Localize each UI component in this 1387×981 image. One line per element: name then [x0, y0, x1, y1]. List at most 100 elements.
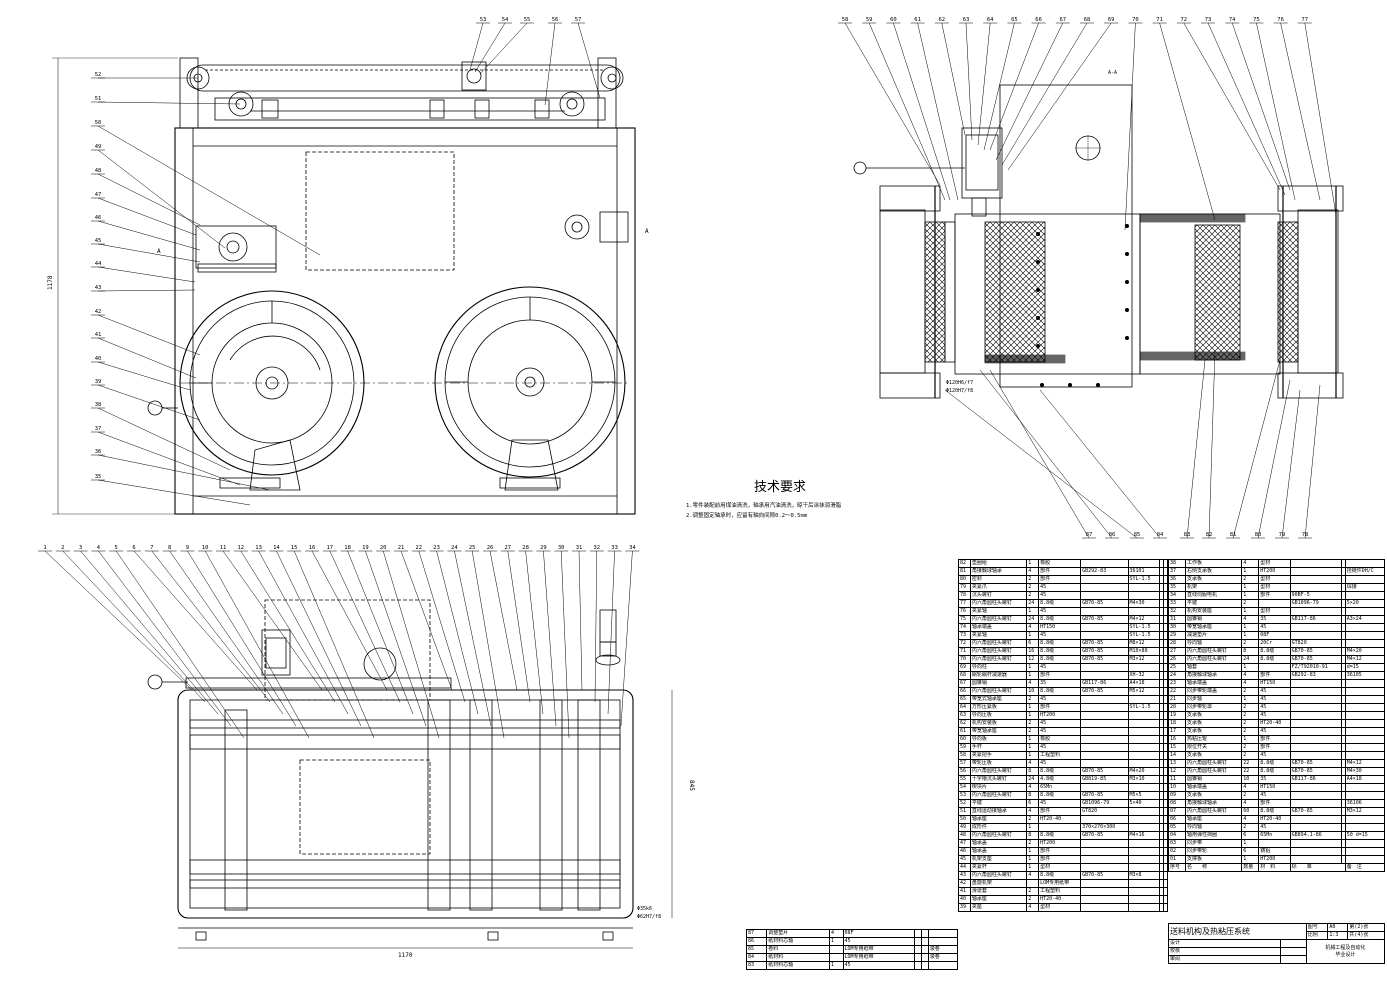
bom-right-cell: 27 [1168, 647, 1186, 656]
balloon-top-9-leader [187, 550, 297, 727]
bom-right-cell: 4 [1241, 783, 1260, 792]
bom-left-cell: 2 [1026, 575, 1040, 584]
bom-right-cell [1289, 839, 1342, 848]
top-dim-width: 1170 [398, 952, 413, 959]
bom-right-cell: 45 [1258, 711, 1291, 720]
bom-left-cell [1127, 783, 1161, 792]
balloon-front-top-57-leader [577, 22, 601, 99]
bom-right-cell: 型材 [1258, 559, 1291, 568]
bom-right-cell: 45 [1258, 727, 1291, 736]
balloon-section-bottom-78: 78 [1302, 532, 1309, 538]
bom-left-cell: 4 [1026, 783, 1040, 792]
bom-right-cell: 部件 [1258, 735, 1291, 744]
balloon-top-15: 15 [291, 545, 298, 551]
bom-left-cell [1163, 903, 1168, 912]
balloon-top-22: 22 [415, 545, 422, 551]
bom-left-cell: 部件 [1038, 847, 1082, 856]
balloon-front-46-leader [97, 220, 201, 251]
bom-left-cell: M10×80 [1127, 647, 1161, 656]
bom-left-cell [1080, 847, 1129, 856]
bom-right-cell: GB70-85 [1289, 647, 1342, 656]
bom-left-cell [1080, 703, 1129, 712]
bom-left-cell: SYL-1.5 [1127, 575, 1161, 584]
bom-left-cell [1163, 695, 1168, 704]
bom-left-cell: 60 [958, 735, 971, 744]
bom-right-cell: 内六角圆柱头螺钉 [1184, 759, 1243, 768]
bom-left-cell: GB70-85 [1080, 687, 1129, 696]
bom-right-cell [1344, 735, 1386, 744]
bom-left-cell: 45 [1038, 799, 1082, 808]
bom-left-cell: 36101 [1127, 567, 1161, 576]
bom-right-cell [1344, 719, 1386, 728]
balloon-section-bottom-80: 80 [1255, 532, 1262, 538]
bom-lower-cell [914, 929, 923, 938]
drawing-no: A0 [1327, 923, 1349, 932]
bom-right-cell [1258, 663, 1291, 672]
balloon-front-39: 39 [95, 379, 102, 385]
bom-right-cell: 15 [1168, 743, 1186, 752]
balloon-top-5: 5 [115, 545, 118, 551]
bom-left-cell: 1 [1026, 823, 1040, 832]
bom-left-cell [1127, 751, 1161, 760]
bom-right-cell [1289, 583, 1342, 592]
balloon-section-68: 68 [1084, 17, 1091, 23]
bom-left-cell [1080, 735, 1129, 744]
bom-right-cell: 37 [1168, 567, 1186, 576]
bom-left-cell: 1 [1026, 863, 1040, 872]
bom-left-cell: 44 [958, 863, 971, 872]
bom-left-cell: 夹紧杆 [969, 863, 1028, 872]
balloon-section-68-leader [1001, 22, 1088, 166]
bom-right-cell [1344, 679, 1386, 688]
balloon-front-40-leader [97, 361, 191, 391]
bom-left-cell: 导向柱 [969, 663, 1028, 672]
balloon-top-7-leader [151, 550, 271, 703]
bom-left-cell: 十字槽沉头螺钉 [969, 775, 1028, 784]
balloon-top-8-leader [169, 550, 284, 715]
bom-left-cell [1127, 727, 1161, 736]
balloon-section-76-leader [1280, 22, 1321, 201]
bom-lower-cell: 纸材料芯轴 [766, 937, 831, 946]
bom-left-cell [1127, 895, 1161, 904]
balloon-top-12-leader [240, 550, 336, 703]
balloon-section-77: 77 [1301, 17, 1308, 23]
bom-left-cell: 45 [1038, 591, 1082, 600]
section-fit-1: Φ120H6/f7 [946, 380, 973, 386]
bom-left-cell [1163, 783, 1168, 792]
bom-right-cell: M4×12 [1344, 759, 1386, 768]
bom-left-cell: 71 [958, 647, 971, 656]
balloon-front-38: 38 [95, 402, 102, 408]
balloon-front-44: 44 [95, 261, 102, 267]
bom-right-cell [1289, 695, 1342, 704]
balloon-section-75: 75 [1253, 17, 1260, 23]
bom-left-cell: 2 [1026, 815, 1040, 824]
bom-right-cell [1344, 855, 1386, 864]
bom-right-cell: 45 [1258, 623, 1291, 632]
bom-right-cell: 24 [1241, 655, 1260, 664]
balloon-top-9: 9 [186, 545, 189, 551]
bom-right-cell: HT200 [1258, 855, 1291, 864]
bom-lower-cell [921, 929, 929, 938]
bom-right-cell [1289, 791, 1342, 800]
bom-right-cell [1344, 591, 1386, 600]
balloon-front-35: 35 [95, 474, 102, 480]
bom-lower-cell: 45 [842, 961, 916, 970]
bom-left-cell: 8.8级 [1038, 871, 1082, 880]
bom-right-cell: 35 [1258, 615, 1291, 624]
bom-right-cell: 轴承端盖 [1184, 783, 1243, 792]
balloon-front-43-leader [97, 289, 196, 292]
balloon-front-35-leader [97, 479, 251, 506]
bom-left-cell: 12 [1026, 655, 1040, 664]
sheet-count: 共(4)张 [1347, 931, 1385, 940]
bom-left-cell: 50 [958, 815, 971, 824]
bom-right-cell: GB70-85 [1289, 655, 1342, 664]
bom-left-cell: 57 [958, 759, 971, 768]
balloon-top-23: 23 [433, 545, 440, 551]
